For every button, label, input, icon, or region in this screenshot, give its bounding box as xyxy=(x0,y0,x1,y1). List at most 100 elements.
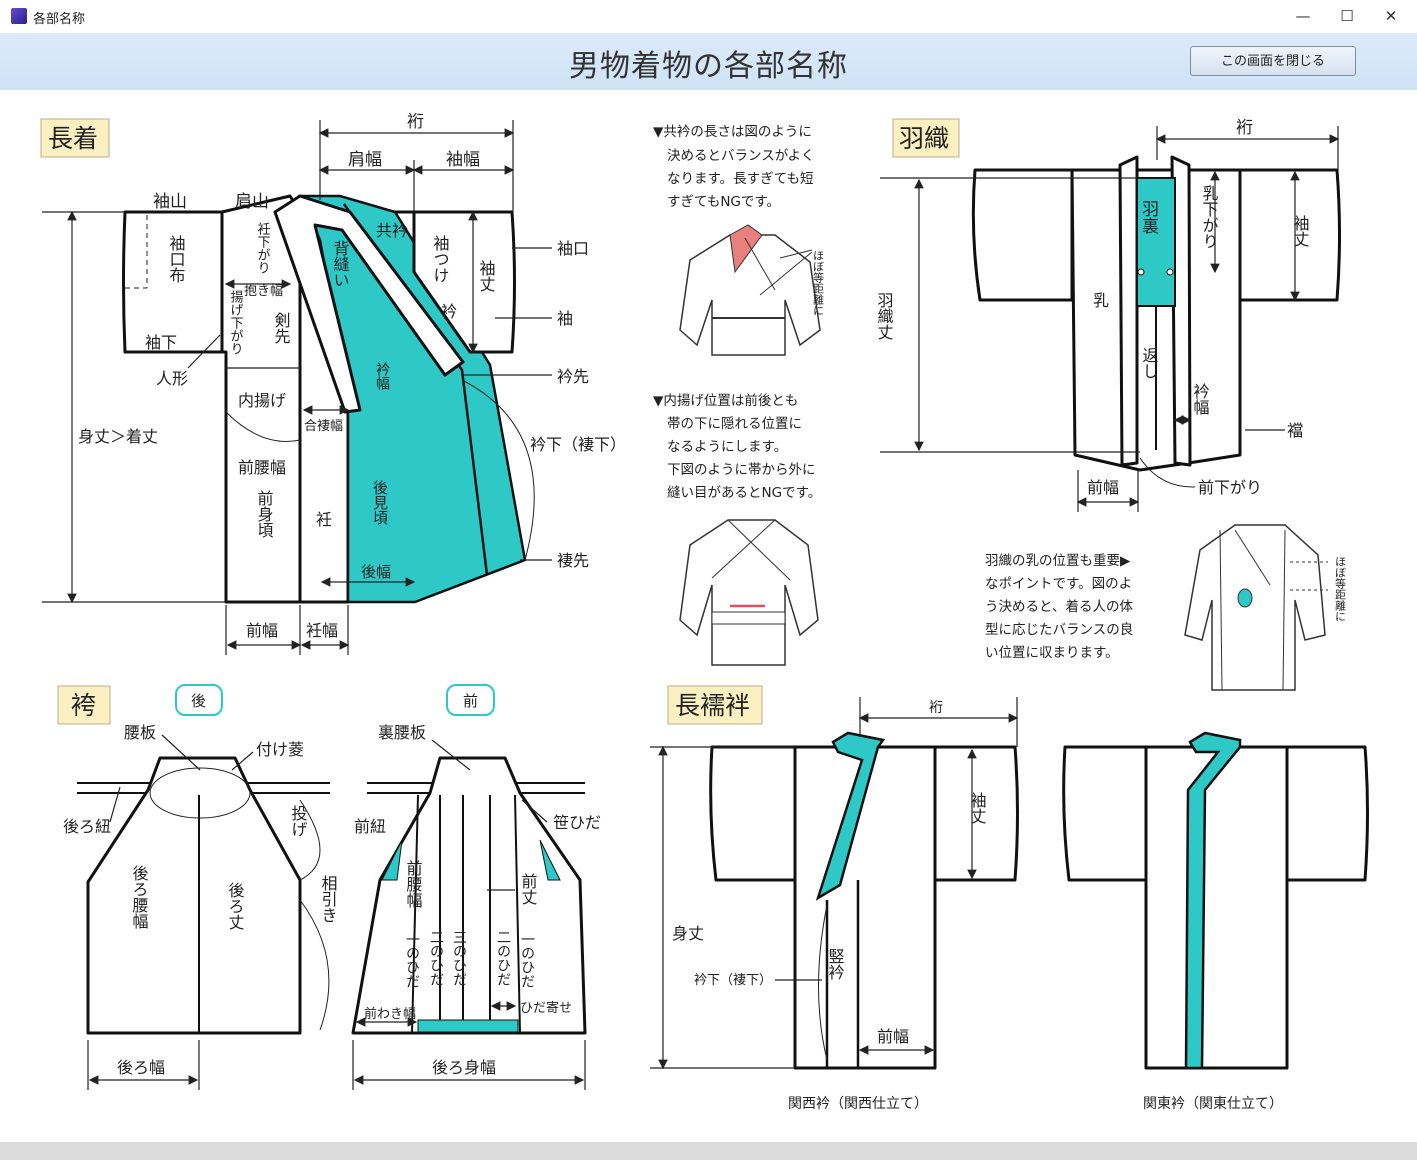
haori-haura-label: 羽裏 xyxy=(1138,200,1159,234)
haori-sleeve-right xyxy=(1238,168,1341,302)
note-tomoeri-line1: ▼共衿の長さは図のように xyxy=(653,124,812,140)
juban-mitake-label: 身丈 xyxy=(672,924,704,943)
hakama-maewakihaba-label: 前わき幅 xyxy=(364,1006,416,1022)
nagagi-sodetake-label: 袖丈 xyxy=(477,260,496,292)
note-uchiage-line2: 帯の下に隠れる位置に xyxy=(667,416,802,432)
note-haori-chi-line4: 型に応じたバランスの良 xyxy=(985,622,1133,638)
hakama-back xyxy=(86,756,302,1035)
haori-maesagari-label: 前下がり xyxy=(1198,478,1262,497)
nagagi-okumisagari-label: 衽下がり xyxy=(255,222,271,274)
note-haori-chi-line3: う決めると、着る人の体 xyxy=(985,598,1133,615)
nagagi-sleeve-right xyxy=(412,210,516,354)
note-uchiage-line1: ▼内揚げ位置は前後とも xyxy=(653,392,798,409)
hakama-section-label-bg xyxy=(57,685,111,725)
haori-chi-label: 乳 xyxy=(1093,291,1109,310)
haori-section-label-bg xyxy=(892,118,960,158)
nagagi-katayama-label: 肩山 xyxy=(235,192,269,212)
nagagi-front-body xyxy=(220,194,302,604)
minimize-button[interactable]: — xyxy=(1295,7,1311,25)
juban-kanto-sleeve-left xyxy=(1062,745,1148,882)
hakama-maehimo-label: 前紐 xyxy=(354,817,386,836)
hakama-ichinohida-left-label: 一のひだ xyxy=(404,932,420,988)
haori-lining xyxy=(1136,177,1176,307)
nagagi-sodekuchi-label: 袖口 xyxy=(557,239,589,258)
note-haori-chi-line5: い位置に収まります。 xyxy=(985,645,1119,661)
haori-kaeshi-label: 返し xyxy=(1140,347,1159,379)
nagagi-erishita-curve xyxy=(461,379,535,561)
note-uchiage-line3: なるようにします。 xyxy=(667,439,787,455)
hakama-nage-label: 投げ xyxy=(289,805,308,837)
juban-kansai-caption: 関西衿（関西仕立て） xyxy=(788,1096,928,1112)
haori-sodetake-label: 袖丈 xyxy=(1291,215,1310,247)
note-haori-chi-line1: 羽織の乳の位置も重要▶ xyxy=(985,553,1131,569)
nagagi-dakihaba-label: 抱き幅 xyxy=(244,283,283,299)
nagagi-ushiromigoro-label: 後見頃 xyxy=(371,480,389,525)
window-title: 各部名称 xyxy=(33,12,86,27)
nagagi-section-label: 長着 xyxy=(48,124,98,153)
close-screen-button[interactable]: この画面を閉じる xyxy=(1190,46,1356,76)
figure-haori-chi-person xyxy=(1184,524,1328,691)
juban-yuki-label: 裄 xyxy=(929,700,943,716)
naga-juban-diagram: 長襦袢 裄 袖丈 身丈 衿下（褄下） 竪衿 前幅 関西衿（関西仕立て） 関東衿（… xyxy=(650,685,1369,1112)
juban-sodetake-label: 袖丈 xyxy=(968,792,987,824)
hakama-front-tag xyxy=(446,684,495,716)
haori-collar-left xyxy=(1118,155,1139,467)
hakama-front-tag-text: 前 xyxy=(463,692,478,710)
hakama-tsukebishi-label: 付け菱 xyxy=(256,740,304,759)
nagagi-sodeyama-label: 袖山 xyxy=(153,192,187,212)
kimono-parts-diagram: 長着 xyxy=(40,112,1369,1112)
nagagi-sleeve-left xyxy=(122,210,224,354)
haori-machi-label: 襠 xyxy=(1287,421,1303,440)
nagagi-erishita-label: 衿下（褄下） xyxy=(530,435,626,454)
nagagi-maemihaba-label: 前腰幅 xyxy=(238,458,286,477)
note-uchiage-line4: 下図のように帯から外に xyxy=(667,462,816,478)
app-icon xyxy=(11,8,27,24)
nagagi-yuki-label: 裄 xyxy=(407,112,424,132)
note-hotondo-2: ほぼ等距離に xyxy=(1334,556,1347,622)
hakama-maetake-label: 前丈 xyxy=(519,873,538,905)
nagagi-aiwaihaba-label: 合褄幅 xyxy=(304,419,343,434)
nagagi-uchiage-label: 内揚げ xyxy=(238,391,286,410)
hakama-ushirohaba-label: 後ろ幅 xyxy=(117,1058,165,1077)
window-close-button[interactable]: ✕ xyxy=(1384,7,1398,25)
hakama-ninohida-right-label: 二のひだ xyxy=(495,930,511,986)
nagagi-sodetsuke-label: 袖つけ xyxy=(431,235,450,283)
hakama-maekoshihaba-label: 前腰幅 xyxy=(404,860,423,908)
note-tomoeri-line2: 決めるとバランスがよく xyxy=(667,148,815,164)
juban-kansai-body xyxy=(793,745,937,1070)
page-header: 男物着物の各部名称 この画面を閉じる xyxy=(0,33,1417,90)
hakama-ushiromihaba-label: 後ろ身幅 xyxy=(432,1058,496,1077)
hakama-ushirohimo-label: 後ろ紐 xyxy=(63,817,111,836)
juban-kansai-sleeve-left xyxy=(709,745,797,882)
hakama-hidayose-label: ひだ寄せ xyxy=(520,1000,572,1016)
haori-chisagari-label: 乳下がり xyxy=(1200,185,1219,249)
nagagi-mitake-label: 身丈＞着丈 xyxy=(78,427,158,446)
hakama-section-label: 袴 xyxy=(71,691,96,720)
nagagi-tomoeri-label: 共衿 xyxy=(376,221,408,240)
nagagi-maemigoro-label: 前身頃 xyxy=(255,490,274,538)
hakama-ninohida-left-label: 二のひだ xyxy=(428,930,444,986)
nagagi-ningyo-label: 人形 xyxy=(156,369,188,388)
haori-section-label: 羽織 xyxy=(899,124,949,153)
nagagi-erisaki-label: 衿先 xyxy=(557,367,589,386)
note-tomoeri-line3: なります。長すぎても短 xyxy=(667,171,813,187)
juban-kanto-caption: 関東衿（関東仕立て） xyxy=(1143,1096,1283,1112)
haori-yuki-label: 裄 xyxy=(1236,118,1253,138)
haori-collar-right xyxy=(1170,155,1192,467)
nagagi-sode-label: 袖 xyxy=(557,309,573,328)
nagagi-maehaba-label: 前幅 xyxy=(246,621,278,640)
haori-erihaba-label: 衿幅 xyxy=(1191,383,1210,415)
hakama-ichinohida-right-label: 一のひだ xyxy=(519,932,535,988)
hakama-sasahida-label: 笹ひだ xyxy=(553,813,601,832)
notes-column: ▼共衿の長さは図のように 決めるとバランスがよく なります。長すぎても短 すぎて… xyxy=(653,124,1347,691)
hakama-urakoshiita-label: 裏腰板 xyxy=(378,723,426,742)
bottom-scroll-area xyxy=(0,1142,1417,1160)
nagagi-sodekuchinuno-label: 袖口布 xyxy=(167,235,186,283)
maximize-button[interactable]: ☐ xyxy=(1340,7,1354,25)
hakama-ushirokoshihaba-label: 後ろ腰幅 xyxy=(130,865,149,929)
nagagi-diagram: 長着 xyxy=(40,112,626,655)
note-tomoeri-line4: すぎてもNGです。 xyxy=(667,194,780,210)
nagagi-erihaba-label: 衿幅 xyxy=(374,362,390,390)
naga-juban-section-label: 長襦袢 xyxy=(675,691,750,720)
juban-erishita-label: 衿下（褄下） xyxy=(694,973,772,988)
